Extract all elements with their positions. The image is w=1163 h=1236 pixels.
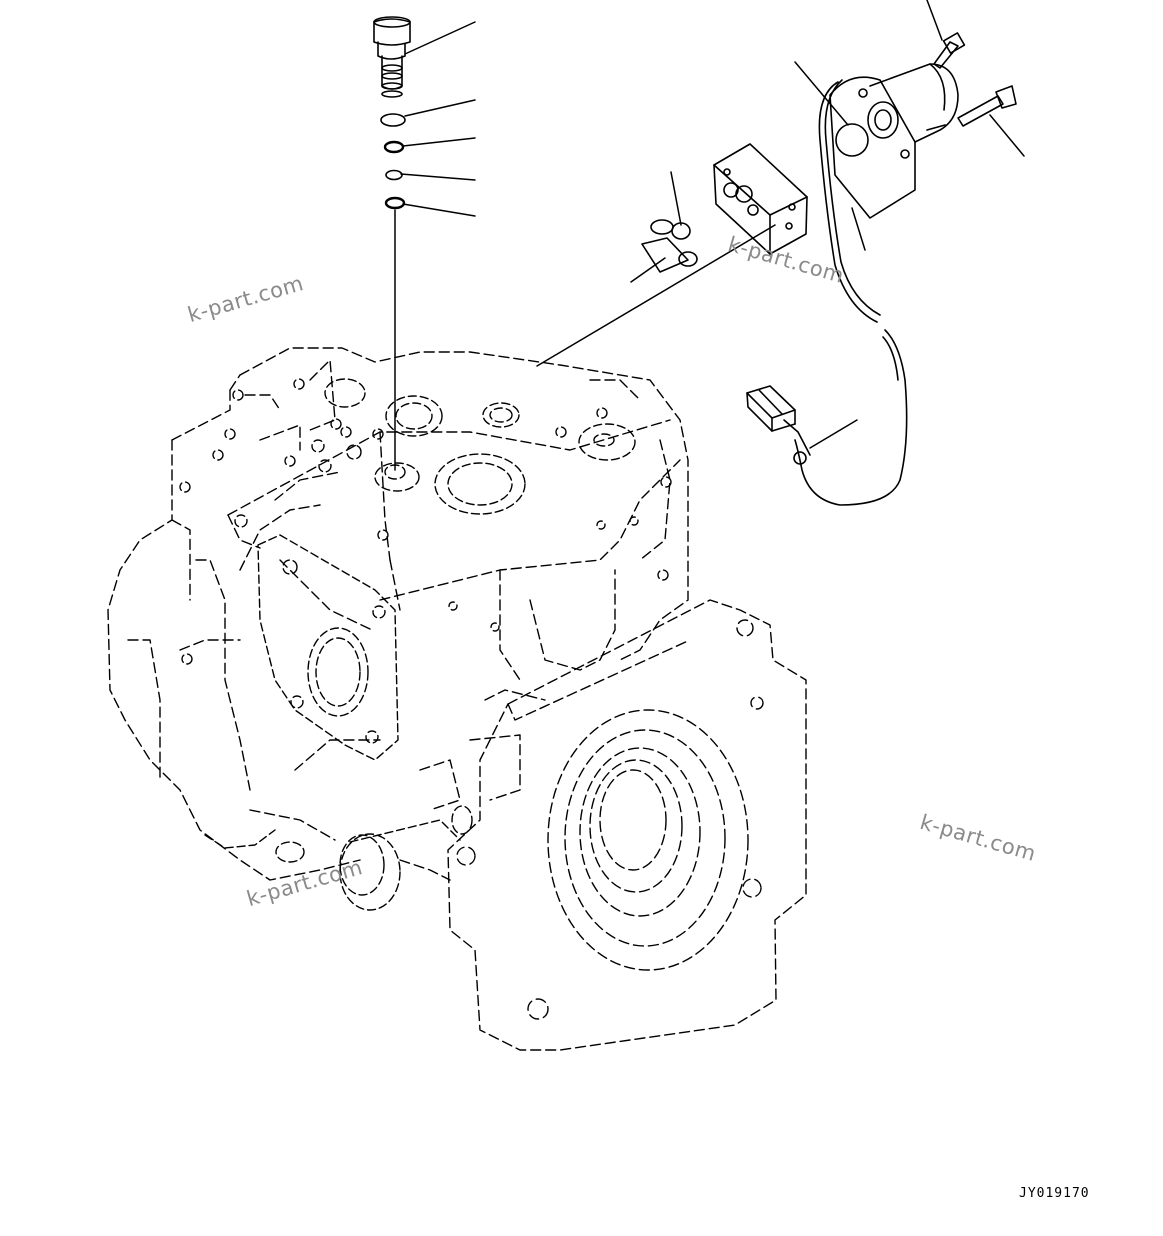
pump-body-outline <box>107 347 689 881</box>
solenoid-unit <box>829 63 959 219</box>
side-cap <box>339 805 473 911</box>
o-ring-set <box>380 113 406 210</box>
top-face-ports <box>179 378 672 665</box>
drawing-number: JY019170 <box>1019 1186 1090 1201</box>
wire-harness <box>794 79 908 506</box>
plug-assembly <box>373 16 411 98</box>
valve-block <box>713 143 808 255</box>
side-flange <box>204 534 399 863</box>
small-seals <box>641 219 698 273</box>
bolt-right <box>957 85 1017 127</box>
leader-lines <box>394 0 1025 471</box>
bolt-upper <box>933 32 966 69</box>
connector-plug <box>746 385 811 465</box>
front-flange <box>447 599 807 1051</box>
